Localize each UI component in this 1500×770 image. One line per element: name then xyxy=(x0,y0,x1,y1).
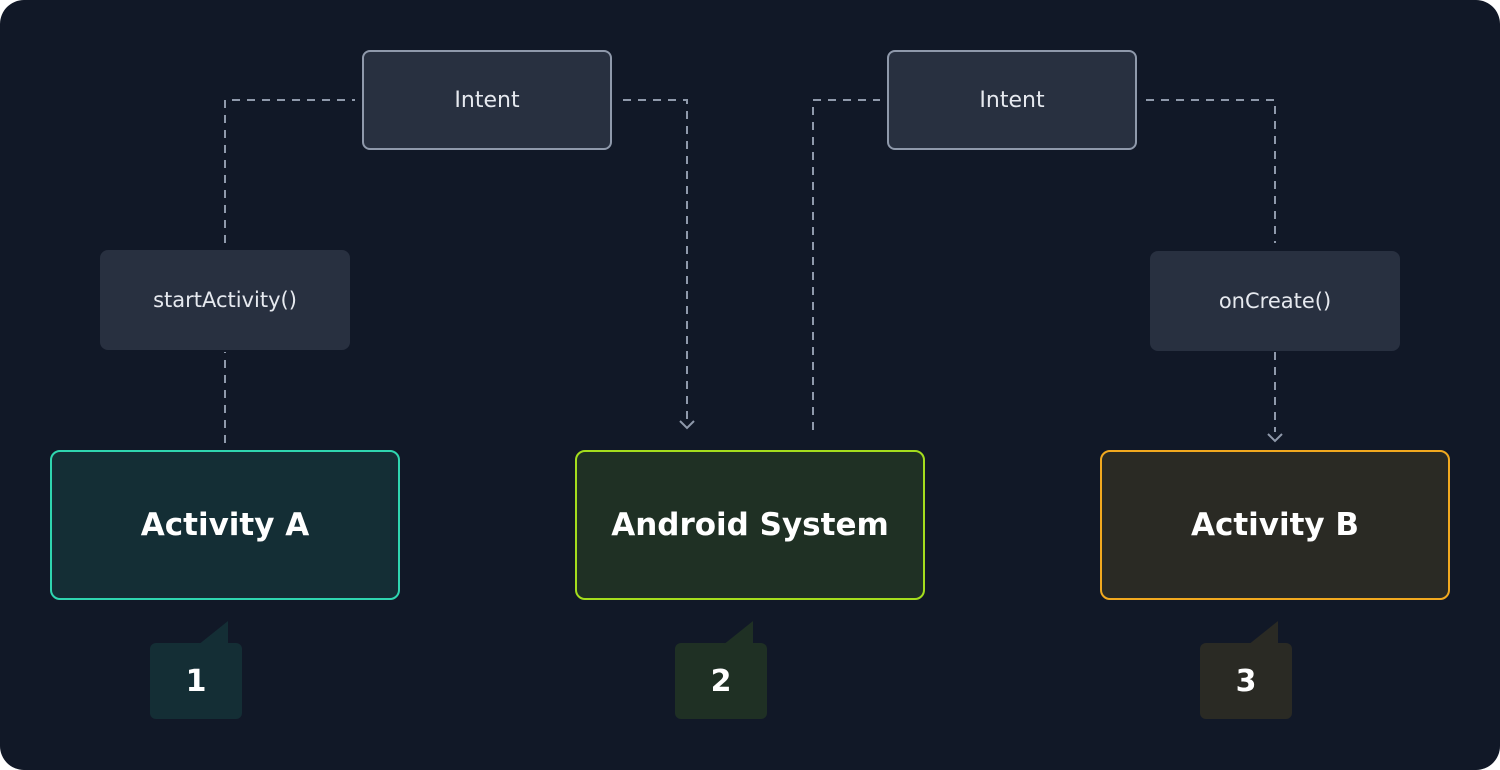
activity-b-label: Activity B xyxy=(1190,507,1360,543)
android-system-node: Android System xyxy=(575,450,925,600)
connector-android-to-intent xyxy=(812,99,880,430)
arrowhead-activity-b xyxy=(1267,433,1283,443)
intent-label-left: Intent xyxy=(454,87,520,113)
intent-box-left: Intent xyxy=(362,50,612,150)
step-badge-1: 1 xyxy=(150,621,242,719)
arrowhead-android xyxy=(679,420,695,430)
step-number-2: 2 xyxy=(710,663,732,699)
step-number-3: 3 xyxy=(1235,663,1257,699)
on-create-box: onCreate() xyxy=(1150,251,1400,351)
connector-intent-to-on-create xyxy=(1146,99,1276,243)
activity-b-node: Activity B xyxy=(1100,450,1450,600)
android-system-label: Android System xyxy=(611,507,889,543)
connector-start-activity-to-intent xyxy=(224,99,355,243)
intent-label-right: Intent xyxy=(979,87,1045,113)
intent-box-right: Intent xyxy=(887,50,1137,150)
step-badge-3: 3 xyxy=(1200,621,1292,719)
on-create-label: onCreate() xyxy=(1218,289,1332,313)
step-number-1: 1 xyxy=(185,663,207,699)
activity-a-label: Activity A xyxy=(140,507,310,543)
start-activity-box: startActivity() xyxy=(100,250,350,350)
activity-a-node: Activity A xyxy=(50,450,400,600)
connector-intent-to-android xyxy=(623,99,688,424)
start-activity-label: startActivity() xyxy=(153,288,297,312)
step-badge-2: 2 xyxy=(675,621,767,719)
